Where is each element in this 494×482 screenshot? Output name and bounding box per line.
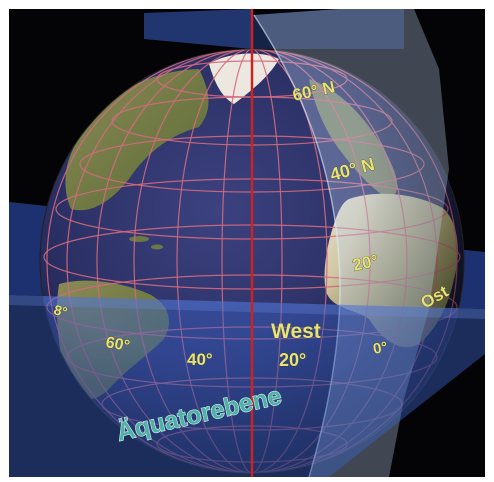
globe-diagram: 60° N 40° N 20° 0° Ost West 20° 40° 60° …: [9, 9, 485, 477]
label-west: West: [271, 320, 321, 343]
meridian-plane: [254, 9, 449, 477]
label-lon-60: 60°: [104, 334, 131, 355]
equatorial-plane-rim: [9, 295, 485, 319]
illustration-frame: 60° N 40° N 20° 0° Ost West 20° 40° 60° …: [9, 9, 485, 477]
meridian-plane-back-right: [252, 9, 404, 49]
label-lon-20: 20°: [279, 350, 306, 370]
label-edge-fragment: 8°: [52, 301, 69, 320]
meridian-plane-edge: [253, 14, 341, 477]
equatorial-plane: [9, 295, 485, 477]
label-lon-40: 40°: [187, 350, 213, 369]
label-lon-0: 0°: [372, 339, 389, 358]
meridian-plane-back: [144, 9, 252, 49]
